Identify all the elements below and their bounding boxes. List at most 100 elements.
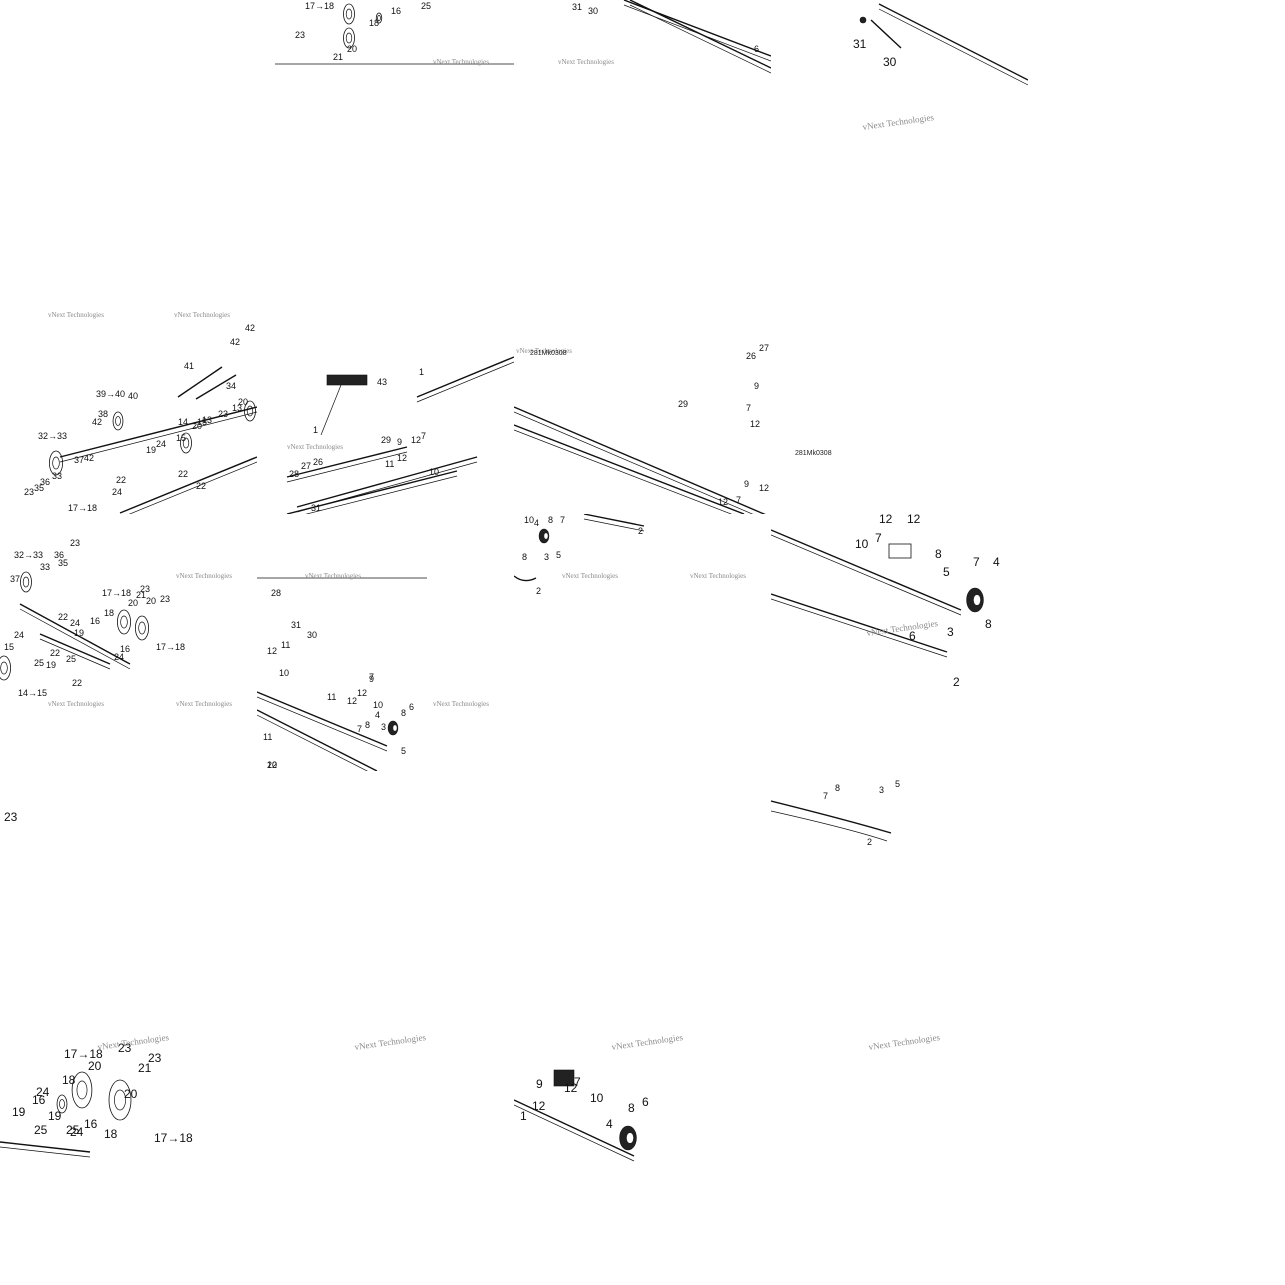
callout-label: 33 <box>52 471 62 481</box>
callout-label: 9 <box>536 1077 543 1091</box>
callout-label: 25 <box>421 1 431 11</box>
parts-illustration <box>0 1071 132 1158</box>
watermark-text: vNext Technologies <box>433 58 489 66</box>
parts-illustration <box>514 1069 637 1162</box>
callout-label: 12 <box>397 453 407 463</box>
watermark-text: vNext Technologies <box>866 618 939 638</box>
callout-label: 42 <box>245 323 255 333</box>
callout-label: 23 <box>148 1051 162 1065</box>
callout-label: 10 <box>279 668 289 678</box>
watermark-text: vNext Technologies <box>176 572 232 580</box>
callout-label: 11 <box>327 692 336 702</box>
callout-label: 12 <box>411 435 421 445</box>
callout-label: 4 <box>375 710 380 720</box>
callout-label: 36 <box>54 550 64 560</box>
callout-label: 16 <box>84 1117 98 1131</box>
callout-label: 3 <box>544 552 549 562</box>
callout-label: 12 <box>759 483 769 493</box>
parts-illustration <box>859 3 1028 86</box>
callout-label: 12 <box>750 419 760 429</box>
callout-label: 12 <box>267 646 277 656</box>
callout-label: 28 <box>271 588 281 598</box>
callout-label: 4 <box>993 555 1000 569</box>
callout-label: 7 <box>369 672 374 682</box>
callout-label: 8 <box>548 515 553 525</box>
callout-label: 23 <box>4 810 18 824</box>
callout-label: 5 <box>401 746 406 756</box>
callout-label: 31 <box>853 37 867 51</box>
callout-label: 19 <box>74 628 84 638</box>
callout-label: 31 <box>291 620 301 630</box>
parts-illustration <box>771 529 984 658</box>
callout-label: 23 <box>218 409 228 419</box>
callout-label: 42 <box>92 417 102 427</box>
callout-label: 2 <box>867 837 872 847</box>
callout-label: 28 <box>289 469 299 479</box>
watermark-text: vNext Technologies <box>97 1032 170 1052</box>
callout-label: 23 <box>160 594 170 604</box>
watermark-text: vNext Technologies <box>558 58 614 66</box>
callout-label: 22 <box>267 760 277 770</box>
callout-label: 20 <box>88 1059 102 1073</box>
parts-illustration <box>286 356 514 514</box>
callout-label: 7 <box>736 495 741 505</box>
callout-label: 9 <box>369 674 374 684</box>
callout-label: 27 <box>759 343 769 353</box>
callout-label: 4 <box>534 518 539 528</box>
callout-label: 16 <box>120 644 130 654</box>
diagram-tile-3-0: 23 <box>0 771 257 1028</box>
callout-label: 36 <box>40 477 50 487</box>
callout-label: 8 <box>628 1101 635 1115</box>
watermark-text: vNext Technologies <box>48 700 104 708</box>
diagram-tile-4-3: vNext Technologies <box>771 1028 1028 1285</box>
callout-label: 30 <box>588 6 598 16</box>
callout-label: 7 <box>823 791 828 801</box>
callout-label: 26 <box>746 351 756 361</box>
watermark-text: vNext Technologies <box>516 347 572 355</box>
callout-label: 37 <box>74 455 84 465</box>
callout-label: 16 <box>32 1093 46 1107</box>
callout-label: 6 <box>409 702 414 712</box>
callout-label: 14→15 <box>178 417 207 427</box>
callout-label: 43 <box>377 377 387 387</box>
callout-label: 18 <box>104 608 114 618</box>
callout-label: 21 <box>138 1061 152 1075</box>
callout-label: 5 <box>943 565 950 579</box>
callout-label: 35 <box>58 558 68 568</box>
callout-label: 20 <box>347 44 357 54</box>
parts-illustration <box>0 571 149 681</box>
watermark-text: vNext Technologies <box>690 572 746 580</box>
tile-drawing: vNext Technologies <box>354 1032 427 1052</box>
callout-label: 7 <box>574 1075 581 1089</box>
callout-label: 6 <box>909 629 916 643</box>
callout-label: 6 <box>642 1095 649 1109</box>
callout-label: 2 <box>536 586 541 596</box>
callout-label: 12 <box>564 1081 578 1095</box>
callout-label: 7 <box>421 431 426 441</box>
callout-label: 42 <box>230 337 240 347</box>
callout-label: 4 <box>606 1117 613 1131</box>
callout-label: 26 <box>313 457 323 467</box>
callout-label: 10 <box>267 760 277 770</box>
callout-label: 41 <box>184 361 194 371</box>
callout-label: 20 <box>238 397 248 407</box>
callout-label: 11 <box>385 459 394 469</box>
callout-label: 20 <box>146 596 156 606</box>
tile-drawing: vNext Technologies <box>868 1032 941 1052</box>
callout-label: 17→18 <box>156 642 185 652</box>
callout-label: 31 <box>572 2 582 12</box>
watermark-text: vNext Technologies <box>176 700 232 708</box>
callout-label: 38 <box>98 409 108 419</box>
callout-label: 10 <box>590 1091 604 1105</box>
watermark-text: vNext Technologies <box>611 1032 684 1052</box>
